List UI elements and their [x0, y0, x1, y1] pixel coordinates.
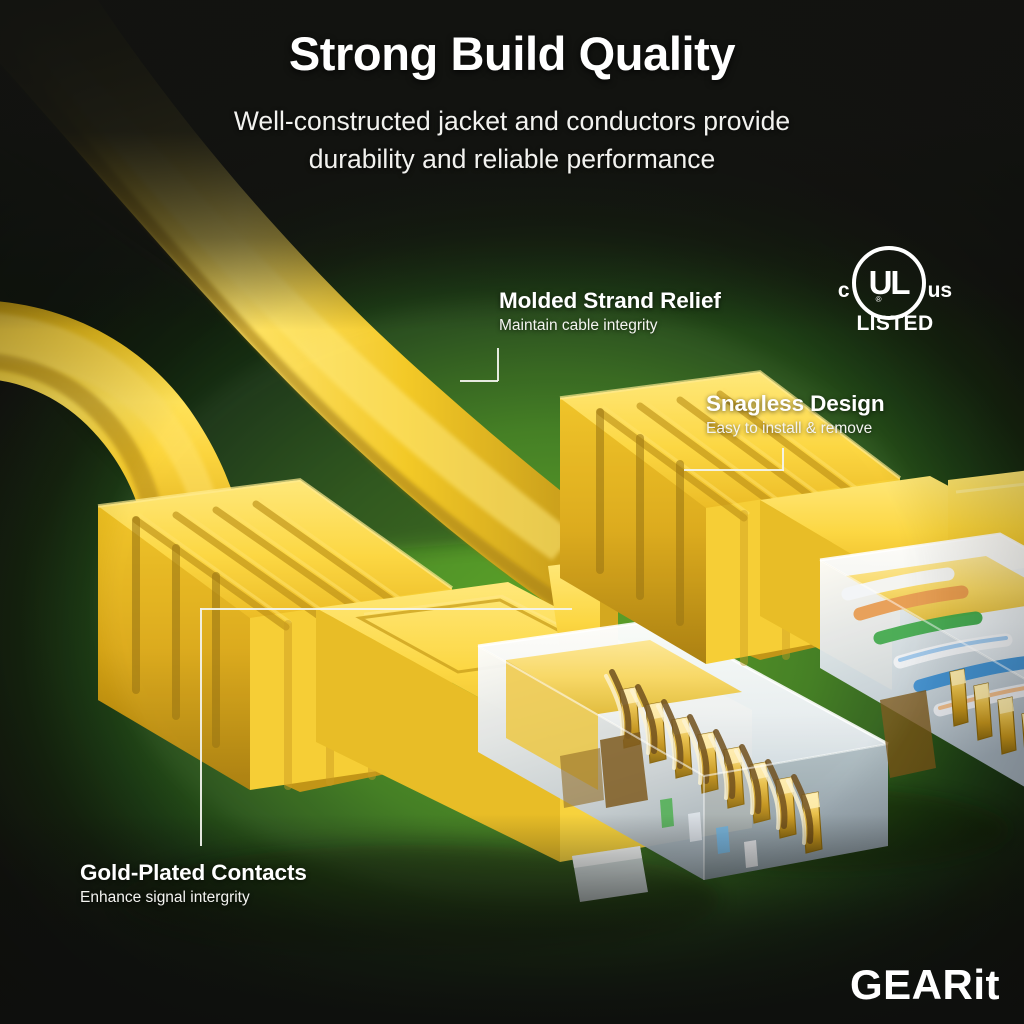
brand-logo: GEARit	[850, 964, 1000, 1006]
ul-listed-certification-mark: c UL ® us LISTED	[828, 246, 962, 348]
ul-listed-label: LISTED	[856, 312, 934, 335]
brand-logo-lower: it	[973, 961, 1000, 1008]
leader-line-snagless-vertical	[782, 448, 784, 471]
callout-molded-strand-relief: Molded Strand Relief Maintain cable inte…	[499, 288, 721, 335]
leader-line-molded-vertical	[497, 348, 499, 381]
callout-title: Molded Strand Relief	[499, 288, 721, 313]
page-subtitle: Well-constructed jacket and conductors p…	[0, 102, 1024, 178]
callout-subtitle: Maintain cable integrity	[499, 317, 658, 334]
ul-circle-icon: UL ®	[851, 246, 926, 320]
subtitle-line-2: durability and reliable performance	[308, 144, 716, 175]
background-bottom-fade	[0, 814, 1024, 1024]
leader-line-gold-horizontal	[200, 608, 572, 610]
brand-logo-upper: GEAR	[849, 961, 974, 1008]
ul-letters: UL	[868, 263, 911, 301]
leader-line-gold-vertical	[200, 608, 202, 846]
callout-subtitle: Enhance signal intergrity	[80, 889, 250, 906]
registered-trademark-icon: ®	[875, 295, 882, 304]
callout-title: Snagless Design	[706, 391, 885, 416]
ul-us-mark: us	[927, 278, 953, 302]
ul-mark-row: c UL ® us	[828, 246, 962, 320]
page-title: Strong Build Quality	[288, 27, 736, 80]
ul-canada-mark: c	[837, 278, 850, 302]
callout-title: Gold-Plated Contacts	[80, 860, 307, 885]
subtitle-line-1: Well-constructed jacket and conductors p…	[233, 106, 791, 136]
callout-gold-plated-contacts: Gold-Plated Contacts Enhance signal inte…	[80, 860, 307, 907]
callout-subtitle: Easy to install & remove	[706, 420, 873, 437]
leader-line-snagless-horizontal	[684, 469, 784, 471]
leader-line-molded-horizontal	[460, 380, 498, 382]
callout-snagless-design: Snagless Design Easy to install & remove	[706, 391, 885, 438]
